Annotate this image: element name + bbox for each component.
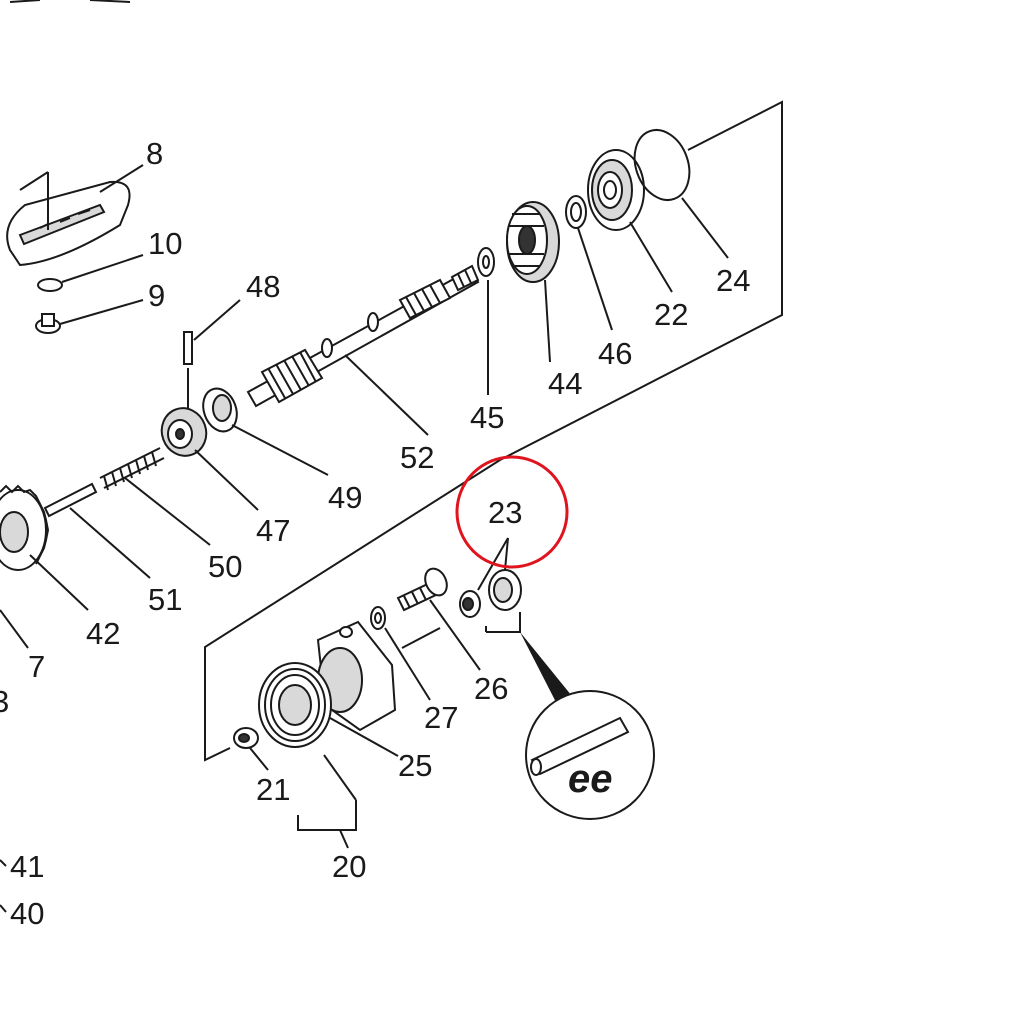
detail-arrow — [520, 632, 580, 710]
callout-3: 3 — [0, 684, 9, 719]
callout-45: 45 — [470, 400, 504, 435]
callout-50: 50 — [208, 549, 242, 584]
callout-10: 10 — [148, 226, 182, 261]
callout-44: 44 — [548, 366, 582, 401]
callout-41: 41 — [10, 849, 44, 884]
callout-labels: 8 10 9 48 24 22 46 44 45 52 49 47 50 51 … — [0, 136, 750, 931]
seal-part — [202, 387, 238, 433]
leader-49 — [231, 424, 329, 476]
thin-washer-part — [565, 195, 587, 229]
screw-part — [35, 313, 61, 334]
callout-40: 40 — [10, 896, 44, 931]
leader-26 — [429, 599, 481, 671]
upper-assembly-outline — [499, 100, 783, 461]
small-bushing-part — [233, 727, 259, 749]
callout-49: 49 — [328, 480, 362, 515]
leader-21 — [249, 747, 269, 771]
leader-20 — [339, 829, 349, 849]
callout-9: 9 — [148, 278, 165, 313]
bracket-20 — [297, 800, 357, 831]
callout-23: 23 — [488, 495, 522, 530]
detail-view: ee — [525, 690, 655, 820]
highlight-circle — [455, 455, 569, 569]
callout-8: 8 — [146, 136, 163, 171]
callout-42: 42 — [86, 616, 120, 651]
callout-47: 47 — [256, 513, 290, 548]
bolt-part — [396, 567, 448, 612]
small-washer-part — [370, 606, 386, 630]
leader-46 — [577, 227, 613, 331]
washer-part — [37, 278, 63, 292]
leader-23b — [504, 537, 509, 571]
shim-washer-part — [477, 247, 495, 277]
callout-25: 25 — [398, 748, 432, 783]
top-edge-fragment — [9, 0, 131, 3]
rod-part — [43, 482, 98, 518]
callout-48: 48 — [246, 269, 280, 304]
spring-part — [99, 447, 165, 491]
detail-view-label: ee — [568, 757, 613, 801]
o-ring-part — [633, 129, 691, 201]
callout-7: 7 — [28, 649, 45, 684]
callout-52: 52 — [400, 440, 434, 475]
leader-47 — [194, 449, 259, 511]
leader-50 — [124, 477, 211, 546]
leader-51 — [69, 507, 151, 579]
callout-21: 21 — [256, 772, 290, 807]
lower-assembly-outline — [204, 459, 501, 762]
callout-26: 26 — [474, 671, 508, 706]
gear-part — [506, 201, 560, 283]
bushing-pair-part — [459, 569, 522, 618]
bracket-20-riser — [323, 754, 357, 801]
leader-8 — [99, 164, 144, 193]
callout-46: 46 — [598, 336, 632, 371]
bolt-axis-line — [401, 627, 441, 649]
left-edge-marks — [0, 859, 7, 913]
leader-27 — [384, 627, 431, 701]
bearing-part — [587, 149, 645, 231]
callout-51: 51 — [148, 582, 182, 617]
leader-52 — [344, 354, 429, 436]
callout-24: 24 — [716, 263, 750, 298]
drive-hub-part — [160, 407, 208, 457]
plate-part — [6, 171, 131, 267]
leader-10 — [61, 254, 144, 283]
leader-48 — [193, 299, 241, 341]
housing-part — [316, 620, 397, 732]
leader-9 — [59, 299, 144, 325]
callout-22: 22 — [654, 297, 688, 332]
leader-44 — [544, 279, 551, 363]
bracket-23 — [485, 612, 521, 633]
leader-24 — [681, 197, 729, 259]
callout-27: 27 — [424, 700, 458, 735]
coil-part — [258, 662, 332, 748]
callout-20: 20 — [332, 849, 366, 884]
leader-7 — [0, 609, 29, 649]
leader-22 — [629, 221, 673, 293]
sprocket-part — [0, 484, 50, 571]
leader-25 — [329, 717, 399, 757]
leader-42 — [29, 554, 89, 611]
shaft-part — [246, 264, 480, 408]
pin-part — [183, 331, 193, 365]
